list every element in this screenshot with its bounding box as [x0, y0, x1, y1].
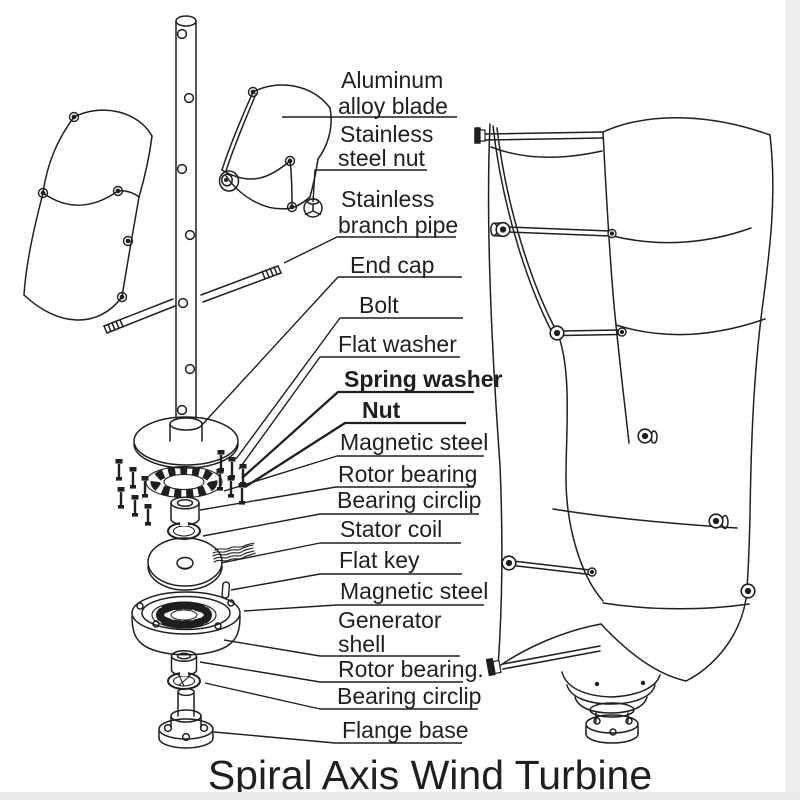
helical-blades: [487, 117, 774, 682]
label-spring-washer: Spring washer: [344, 366, 503, 392]
flat-key-part: [221, 581, 231, 599]
leader-stator-coil: [220, 542, 461, 564]
blade-right: [221, 84, 332, 213]
label-flange-base: Flange base: [342, 717, 469, 743]
label-generator-shell-1: Generator: [338, 607, 442, 633]
leader-generator-shell: [223, 639, 460, 657]
label-stator-coil: Stator coil: [340, 516, 442, 542]
label-rotor-bearing-bottom: Rotor bearing.: [338, 656, 484, 682]
bottom-edge-band: [0, 792, 800, 800]
label-stainless-steel-nut-1: Stainless: [340, 121, 433, 147]
leader-magnetic-steel-bottom: [243, 604, 484, 612]
exploded-view: [23, 15, 332, 749]
generator-base: [561, 671, 661, 744]
branch-pipe: [103, 265, 282, 334]
bearing-circlip-lower: [167, 671, 201, 690]
label-flat-washer: Flat washer: [338, 331, 457, 357]
leader-bearing-circlip-top: [202, 513, 479, 537]
label-bolt: Bolt: [359, 292, 399, 318]
blade-bushing: [218, 170, 240, 192]
leader-lines: [199, 116, 484, 744]
label-bearing-circlip-bottom: Bearing circlip: [337, 683, 481, 709]
label-stainless-branch-pipe-2: branch pipe: [338, 212, 458, 238]
leader-bolt: [235, 317, 463, 460]
right-edge-band: [785, 0, 800, 800]
generator-shell-part: [131, 591, 241, 656]
rotor-top-disc: [133, 416, 239, 469]
label-aluminum-alloy-blade-2: alloy blade: [338, 93, 448, 119]
bolt-hardware-left: [114, 457, 153, 527]
cross-rods: [474, 127, 756, 677]
stator-coil-part: [147, 537, 256, 591]
leader-flat-washer: [238, 356, 460, 470]
assembled-view: [474, 117, 774, 744]
leader-stainless-steel-nut: [312, 169, 427, 203]
label-end-cap: End cap: [350, 252, 434, 278]
magnet-ring-upper: [145, 465, 223, 499]
center-pole: [175, 15, 197, 419]
leader-nut: [244, 421, 466, 488]
surface-bolts: [637, 428, 756, 599]
label-rotor-bearing-top: Rotor bearing: [338, 461, 477, 487]
label-magnetic-steel-top: Magnetic steel: [340, 429, 488, 455]
leader-bearing-circlip-bottom: [204, 682, 478, 710]
bearing-circlip-upper: [167, 521, 201, 540]
flange-base-part: [158, 687, 214, 749]
leader-magnetic-steel-top: [223, 455, 484, 492]
label-magnetic-steel-bottom: Magnetic steel: [340, 578, 488, 604]
leader-spring-washer: [241, 390, 474, 479]
label-flat-key: Flat key: [339, 547, 420, 573]
blade-left: [23, 109, 153, 321]
leader-rotor-bearing-top: [199, 486, 474, 511]
stator-wires: [212, 542, 256, 563]
leader-flat-key: [230, 573, 462, 591]
label-bearing-circlip-top: Bearing circlip: [337, 487, 481, 513]
leader-rotor-bearing-bottom: [199, 661, 463, 683]
leader-flange-base: [213, 731, 462, 744]
label-generator-shell-2: shell: [338, 631, 385, 657]
rotor-bearing-upper: [170, 496, 200, 526]
leader-end-cap: [200, 276, 462, 427]
part-labels: Aluminum alloy blade Stainless steel nut…: [337, 67, 503, 743]
label-nut: Nut: [362, 397, 401, 423]
label-stainless-steel-nut-2: steel nut: [338, 145, 426, 171]
label-aluminum-alloy-blade-1: Aluminum: [341, 67, 443, 93]
diagram-title: Spiral Axis Wind Turbine: [208, 752, 652, 798]
leader-stainless-branch-pipe: [283, 236, 456, 264]
label-stainless-branch-pipe-1: Stainless: [341, 186, 434, 212]
